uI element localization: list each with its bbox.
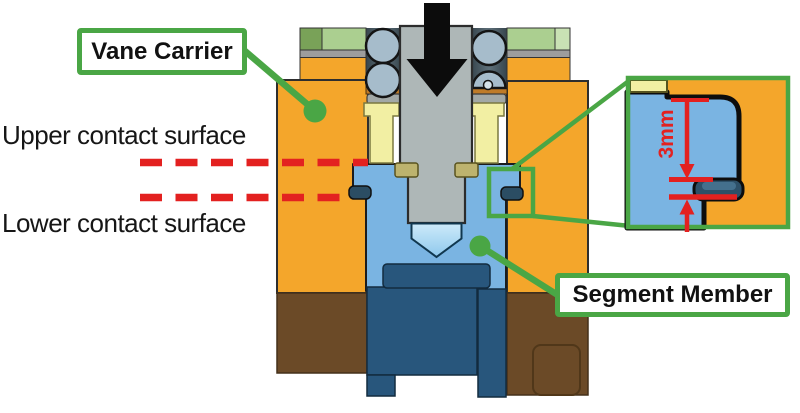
retention-hooks [348,185,524,201]
inset-up-arrow [679,199,695,232]
inset-border [625,75,791,230]
top-seal-strips [299,27,571,83]
vane-carrier-label-text: Vane Carrier [91,37,233,65]
segment-member-label-text: Segment Member [572,281,773,308]
main-assembly [276,3,589,398]
load-arrow-icon [406,3,468,97]
lower-contact-surface-label: Lower contact surface [2,208,246,238]
detail-region-outline [486,166,536,219]
segment-base-section [366,263,507,398]
upper-contact-surface-label: Upper contact surface [2,120,246,150]
contact-surface-lines [140,158,368,202]
roller-bearings [364,27,508,99]
vane-carrier-label: Vane Carrier [77,28,247,75]
segment-member-pointer-dot [469,235,491,257]
yellow-brackets [363,102,505,164]
callout-leaders [242,48,632,302]
vane-carrier-pointer-dot [303,99,327,123]
inset-yellow-bracket [629,79,668,93]
inset-dimension-arrows [669,98,737,200]
segment-member-label: Segment Member [555,273,790,317]
detail-inset [624,75,791,232]
